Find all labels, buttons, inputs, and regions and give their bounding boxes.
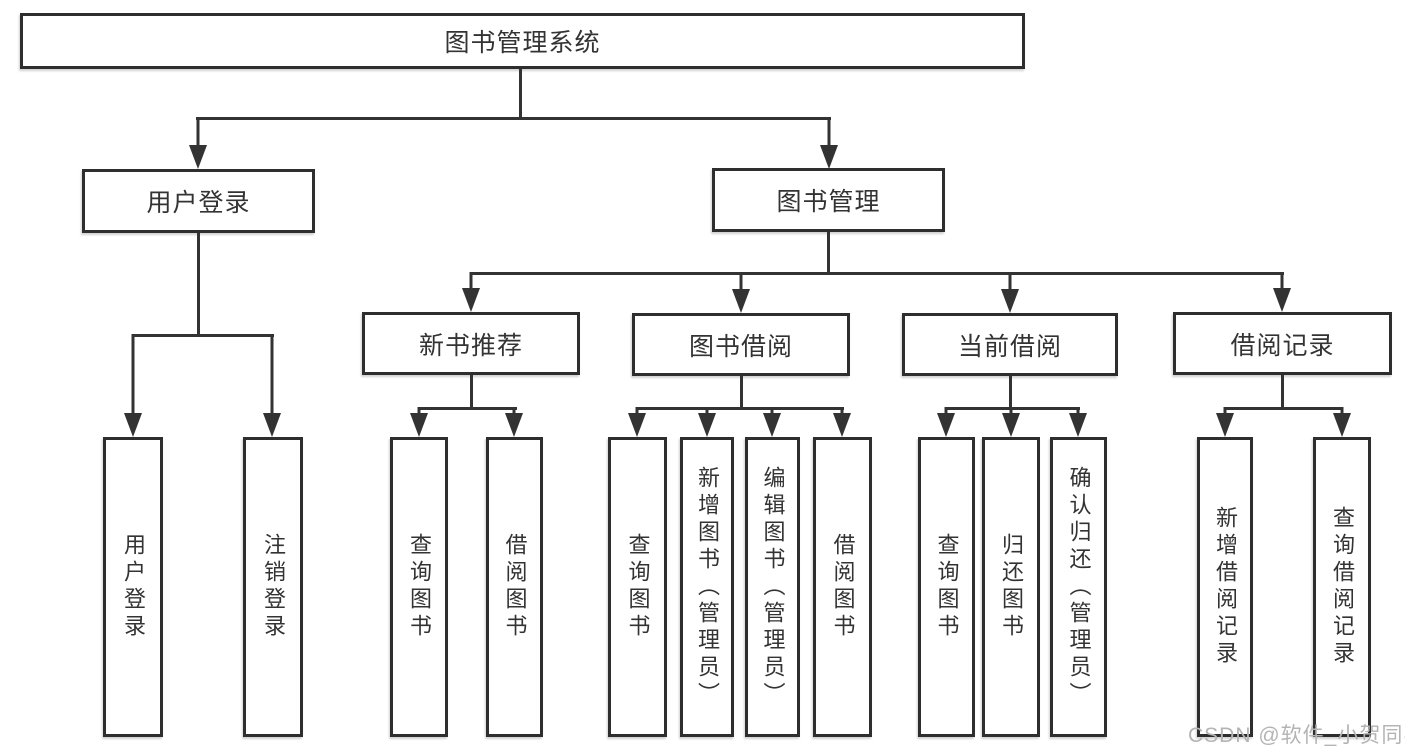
leaf-query-borrow-record-label: 查询借阅记录 — [1330, 506, 1355, 668]
leaf-query-book-1: 查询图书 — [390, 437, 448, 737]
node-book-borrow-label: 图书借阅 — [688, 332, 793, 361]
leaf-query-borrow-record: 查询借阅记录 — [1313, 437, 1371, 737]
edge-arrow-down — [833, 407, 851, 437]
leaf-borrow-book-2-label: 借阅图书 — [830, 533, 856, 641]
node-book-management-label: 图书管理 — [776, 188, 881, 216]
leaf-query-book-1-label: 查询图书 — [407, 533, 432, 641]
leaf-confirm-return-admin-label: 确认归还（管理员） — [1066, 465, 1092, 709]
edge-arrow-down — [1002, 407, 1020, 437]
edge-arrow-down — [505, 407, 523, 437]
edge-line — [132, 334, 274, 337]
leaf-query-book-3-label: 查询图书 — [934, 533, 960, 641]
node-book-management: 图书管理 — [712, 168, 945, 232]
node-root-label: 图书管理系统 — [444, 29, 601, 57]
edge-arrow-down — [698, 407, 716, 437]
leaf-user-login-label: 用户登录 — [121, 533, 146, 641]
leaf-logout: 注销登录 — [243, 437, 303, 737]
csdn-watermark: CSDN @软件_小贺同学 — [1188, 724, 1405, 747]
edge-arrow-down — [410, 407, 428, 437]
leaf-add-book-admin-label: 新增图书（管理员） — [695, 465, 720, 709]
leaf-user-login: 用户登录 — [103, 437, 163, 737]
leaf-borrow-book-2: 借阅图书 — [813, 437, 872, 737]
node-user-login: 用户登录 — [82, 169, 315, 233]
edge-arrow-down — [1069, 407, 1087, 437]
edge-arrow-down — [1333, 407, 1351, 437]
edge-line — [1224, 407, 1343, 410]
edge-line — [636, 407, 844, 410]
edge-line — [740, 376, 743, 409]
node-current-borrow-label: 当前借阅 — [957, 332, 1062, 361]
edge-line — [197, 233, 200, 337]
edge-arrow-down — [189, 117, 207, 169]
leaf-return-book: 归还图书 — [982, 437, 1040, 737]
edge-line — [418, 407, 517, 410]
edge-arrow-down — [763, 407, 781, 437]
edge-arrow-down — [820, 117, 838, 169]
node-book-borrow: 图书借阅 — [632, 313, 850, 376]
leaf-borrow-book-1-label: 借阅图书 — [502, 533, 528, 641]
node-borrow-record-label: 借阅记录 — [1230, 331, 1335, 360]
edge-line — [519, 69, 522, 120]
leaf-return-book-label: 归还图书 — [999, 533, 1024, 641]
node-user-login-label: 用户登录 — [146, 189, 251, 217]
node-root: 图书管理系统 — [20, 13, 1025, 69]
edge-arrow-down — [1216, 407, 1234, 437]
leaf-confirm-return-admin: 确认归还（管理员） — [1050, 437, 1107, 737]
leaf-add-book-admin: 新增图书（管理员） — [680, 437, 734, 737]
leaf-edit-book-admin: 编辑图书（管理员） — [745, 437, 800, 737]
leaf-add-borrow-record-label: 新增借阅记录 — [1213, 506, 1238, 668]
edge-arrow-down — [462, 272, 480, 312]
edge-line — [470, 375, 473, 409]
edge-arrow-down — [628, 407, 646, 437]
edge-arrow-down — [1273, 272, 1291, 312]
leaf-query-book-2-label: 查询图书 — [625, 533, 651, 641]
edge-arrow-down — [1001, 272, 1019, 313]
node-new-book-recommend: 新书推荐 — [362, 312, 580, 375]
leaf-add-borrow-record: 新增借阅记录 — [1197, 437, 1253, 737]
edge-line — [827, 232, 830, 274]
leaf-borrow-book-1: 借阅图书 — [486, 437, 543, 737]
leaf-edit-book-admin-label: 编辑图书（管理员） — [760, 465, 786, 709]
edge-arrow-down — [937, 407, 955, 437]
edge-arrow-down — [263, 334, 281, 437]
edge-arrow-down — [732, 272, 750, 313]
node-borrow-record: 借阅记录 — [1173, 312, 1392, 375]
leaf-query-book-2: 查询图书 — [608, 437, 667, 737]
edge-arrow-down — [124, 334, 142, 437]
leaf-query-book-3: 查询图书 — [918, 437, 975, 737]
node-new-book-recommend-label: 新书推荐 — [418, 331, 523, 360]
edge-line — [470, 272, 1284, 275]
leaf-logout-label: 注销登录 — [261, 533, 286, 641]
edge-line — [1009, 376, 1012, 409]
edge-line — [1281, 375, 1284, 409]
edge-line — [196, 117, 831, 120]
node-current-borrow: 当前借阅 — [902, 313, 1118, 376]
